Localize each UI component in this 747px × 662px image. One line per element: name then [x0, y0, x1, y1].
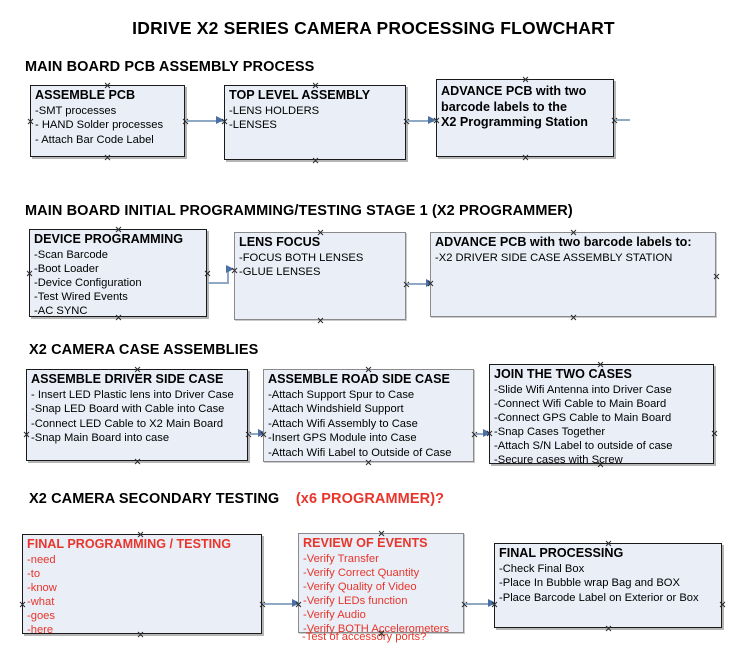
node-line: -LENS HOLDERS	[229, 104, 320, 117]
node-line: -know	[27, 581, 57, 594]
node-title: ADVANCE PCB with two barcode labels to:	[435, 235, 692, 249]
node-line: -Snap LED Board with Cable into Case	[31, 403, 225, 416]
node-line: -Insert GPS Module into Case	[268, 432, 417, 445]
section-heading-x2-camera-secondary-testing: X2 CAMERA SECONDARY TESTING (x6 PROGRAMM…	[29, 491, 444, 507]
node-line: -Verify BOTH Accelerometers	[303, 622, 450, 635]
connector-arrow	[407, 283, 431, 285]
node-line: -SMT processes	[35, 104, 117, 117]
node-line: - Attach Bar Code Label	[35, 133, 154, 146]
node-final-programming-testing[interactable]: FINAL PROGRAMMING / TESTING -need -to -k…	[22, 534, 262, 636]
node-line: -Attach Wifi Assembly to Case	[268, 417, 418, 430]
node-line: -Boot Loader	[34, 262, 99, 275]
node-line: -Snap Main Board into case	[31, 432, 170, 445]
arrowhead-icon	[226, 265, 234, 273]
node-title: ASSEMBLE PCB	[35, 88, 136, 102]
node-line: -LENSES	[229, 119, 277, 132]
node-title: TOP LEVEL ASSEMBLY	[229, 88, 371, 102]
node-title: REVIEW OF EVENTS	[303, 536, 428, 550]
node-advance-pcb-driver-side-station[interactable]: ADVANCE PCB with two barcode labels to: …	[430, 232, 716, 317]
node-line: -goes	[27, 609, 55, 622]
node-line: -here	[27, 623, 54, 636]
node-line: -GLUE LENSES	[239, 266, 321, 279]
node-line: -Verify Transfer	[303, 552, 379, 565]
node-assemble-road-side-case[interactable]: ASSEMBLE ROAD SIDE CASE -Attach Support …	[263, 369, 474, 462]
arrowhead-icon	[292, 599, 300, 607]
node-join-the-two-cases[interactable]: JOIN THE TWO CASES -Slide Wifi Antenna i…	[489, 364, 714, 466]
node-title: JOIN THE TWO CASES	[494, 367, 632, 381]
node-line: -Verify LEDs function	[303, 594, 408, 607]
node-line: -Secure cases with Screw	[494, 453, 623, 466]
connector-arrow	[263, 603, 299, 605]
section-heading-x2-camera-case-assemblies: X2 CAMERA CASE ASSEMBLIES	[29, 342, 258, 358]
node-line: -Verify Quality of Video	[303, 580, 417, 593]
node-final-processing[interactable]: FINAL PROCESSING -Check Final Box -Place…	[494, 543, 722, 628]
arrowhead-icon	[428, 116, 436, 124]
connector-arrow	[465, 603, 495, 605]
node-line: -Check Final Box	[499, 562, 585, 575]
connector-stub	[615, 119, 630, 121]
node-line: - Insert LED Plastic lens into Driver Ca…	[31, 388, 234, 401]
node-lens-focus[interactable]: LENS FOCUS -FOCUS BOTH LENSES -GLUE LENS…	[234, 232, 406, 320]
node-line: -Test Wired Events	[34, 290, 128, 303]
node-review-of-events[interactable]: REVIEW OF EVENTS -Verify Transfer -Verif…	[298, 533, 464, 635]
node-title-line-3: X2 Programming Station	[441, 115, 588, 129]
node-line: -Connect LED Cable to X2 Main Board	[31, 417, 224, 430]
arrowhead-icon	[258, 429, 266, 437]
node-assemble-driver-side-case[interactable]: ASSEMBLE DRIVER SIDE CASE - Insert LED P…	[26, 369, 248, 461]
node-line: -Attach Support Spur to Case	[268, 388, 415, 401]
node-line: -AC SYNC	[34, 304, 88, 317]
node-line-overflow: -Test of accessory ports?	[302, 631, 427, 643]
section-heading-text: X2 CAMERA SECONDARY TESTING	[29, 491, 280, 507]
node-line: - HAND Solder processes	[35, 119, 164, 132]
node-line: -Attach Wifi Label to Outside of Case	[268, 446, 452, 459]
node-line: -need	[27, 553, 56, 566]
section-heading-text: MAIN BOARD PCB ASSEMBLY PROCESS	[25, 59, 315, 75]
node-line: -Attach Windshield Support	[268, 403, 404, 416]
section-heading-main-board-initial-programming: MAIN BOARD INITIAL PROGRAMMING/TESTING S…	[25, 203, 573, 219]
node-advance-pcb-programming-station[interactable]: ADVANCE PCB with two barcode labels to t…	[436, 79, 614, 157]
node-top-level-assembly[interactable]: TOP LEVEL ASSEMBLY -LENS HOLDERS -LENSES	[224, 85, 406, 160]
node-line: -Device Configuration	[34, 276, 142, 289]
node-title: LENS FOCUS	[239, 235, 321, 249]
arrowhead-icon	[483, 429, 491, 437]
connector-arrow	[407, 120, 434, 122]
node-title: ASSEMBLE ROAD SIDE CASE	[268, 372, 450, 386]
section-heading-main-board-pcb-assembly: MAIN BOARD PCB ASSEMBLY PROCESS	[25, 59, 314, 75]
node-line: -Place Barcode Label on Exterior or Box	[499, 591, 699, 604]
section-heading-accent: (x6 PROGRAMMER)?	[295, 491, 445, 507]
section-heading-text: X2 CAMERA CASE ASSEMBLIES	[29, 342, 259, 358]
node-title-line-1: ADVANCE PCB with two	[441, 84, 587, 98]
arrowhead-icon	[488, 599, 496, 607]
connector-arrow	[186, 120, 223, 122]
node-title: FINAL PROGRAMMING / TESTING	[27, 537, 232, 551]
node-line: -Verify Correct Quantity	[303, 566, 420, 579]
node-line: -FOCUS BOTH LENSES	[239, 251, 364, 264]
node-line: -what	[27, 595, 55, 608]
node-line: -Snap Cases Together	[494, 425, 606, 438]
node-device-programming[interactable]: DEVICE PROGRAMMING -Scan Barcode -Boot L…	[29, 229, 207, 317]
node-line: -Scan Barcode	[34, 248, 109, 261]
node-line: -to	[27, 567, 41, 580]
node-title: FINAL PROCESSING	[499, 546, 624, 560]
section-heading-text: MAIN BOARD INITIAL PROGRAMMING/TESTING S…	[25, 203, 573, 219]
node-title: ASSEMBLE DRIVER SIDE CASE	[31, 372, 224, 386]
node-title-line-2: barcode labels to the	[441, 99, 567, 114]
node-title: DEVICE PROGRAMMING	[34, 232, 184, 246]
arrowhead-icon	[216, 116, 224, 124]
node-line: -Attach S/N Label to outside of case	[494, 439, 673, 452]
node-line: -Place In Bubble wrap Bag and BOX	[499, 577, 680, 590]
node-assemble-pcb[interactable]: ASSEMBLE PCB -SMT processes - HAND Solde…	[30, 85, 185, 157]
node-line: -Connect GPS Cable to Main Board	[494, 411, 672, 424]
node-line: -Slide Wifi Antenna into Driver Case	[494, 383, 672, 396]
connector-elbow	[227, 270, 229, 283]
node-line: -Verify Audio	[303, 608, 366, 621]
node-line: -Connect Wifi Cable to Main Board	[494, 397, 667, 410]
connector-arrow	[208, 282, 229, 284]
node-line: -X2 DRIVER SIDE CASE ASSEMBLY STATION	[435, 251, 673, 264]
page-title: IDRIVE X2 SERIES CAMERA PROCESSING FLOWC…	[132, 18, 615, 38]
